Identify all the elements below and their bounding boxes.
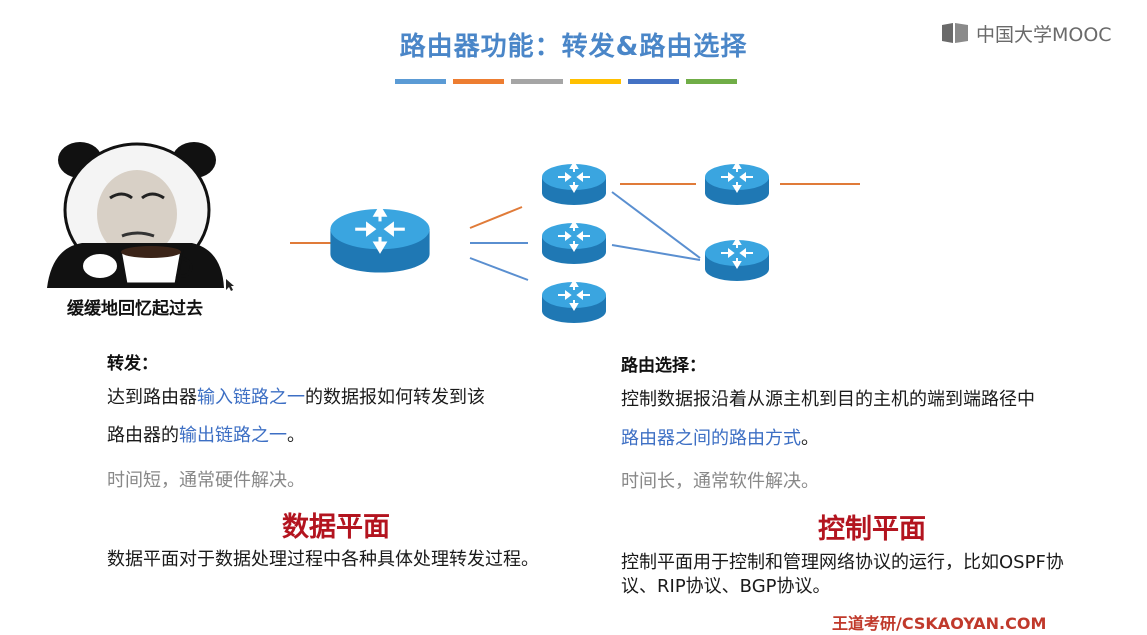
mooc-logo: 中国大学MOOC xyxy=(940,20,1112,46)
router-icon xyxy=(541,280,607,324)
book-icon xyxy=(942,23,968,43)
text: 的数据报如何转发到该 xyxy=(305,387,485,408)
router-icon xyxy=(328,205,432,275)
forwarding-heading: 转发： xyxy=(107,354,158,374)
meme-caption: 缓缓地回忆起过去 xyxy=(67,299,203,319)
data-plane-title: 数据平面 xyxy=(282,512,390,543)
underline-segment xyxy=(511,79,563,84)
mouse-cursor-icon xyxy=(226,279,234,291)
routing-note: 时间长，通常软件解决。 xyxy=(621,471,819,492)
highlight-text: 输出链路之一 xyxy=(179,425,287,446)
routing-heading: 路由选择： xyxy=(621,356,706,376)
title-underline xyxy=(395,79,738,84)
router-icon xyxy=(704,238,770,282)
underline-segment xyxy=(627,79,679,84)
underline-segment xyxy=(395,79,447,84)
router-icon xyxy=(541,162,607,206)
router-network-diagram xyxy=(290,162,860,324)
logo-text: 中国大学MOOC xyxy=(976,23,1112,46)
text: 达到路由器 xyxy=(107,387,197,408)
underline-segment xyxy=(453,79,505,84)
control-plane-description: 控制平面用于控制和管理网络协议的运行，比如OSPF协议、RIP协议、BGP协议。 xyxy=(621,552,1064,597)
highlight-text: 路由器之间的路由方式 xyxy=(621,428,801,449)
router-icon xyxy=(704,162,770,206)
underline-segment xyxy=(685,79,738,84)
meme-image: 缓缓地回忆起过去 xyxy=(42,138,228,320)
text: 。 xyxy=(287,425,305,446)
forwarding-line-2: 路由器的输出链路之一。 xyxy=(107,417,305,455)
text: 。 xyxy=(801,428,819,449)
highlight-text: 输入链路之一 xyxy=(197,387,305,408)
routing-line-1: 控制数据报沿着从源主机到目的主机的端到端路径中 xyxy=(621,389,1035,410)
text: 路由器的 xyxy=(107,425,179,446)
data-plane-description: 数据平面对于数据处理过程中各种具体处理转发过程。 xyxy=(107,549,539,570)
underline-segment xyxy=(569,79,621,84)
footer-brand: 王道考研/CSKAOYAN.COM xyxy=(832,614,1047,633)
forwarding-note: 时间短，通常硬件解决。 xyxy=(107,470,305,491)
forwarding-line-1: 达到路由器输入链路之一的数据报如何转发到该 xyxy=(107,379,485,417)
routing-line-2: 路由器之间的路由方式。 xyxy=(621,420,819,458)
control-plane-title: 控制平面 xyxy=(818,514,926,545)
router-icon xyxy=(541,221,607,265)
panda-meme-illustration xyxy=(47,142,224,288)
slide-title: 路由器功能：转发&路由选择 xyxy=(399,32,748,62)
